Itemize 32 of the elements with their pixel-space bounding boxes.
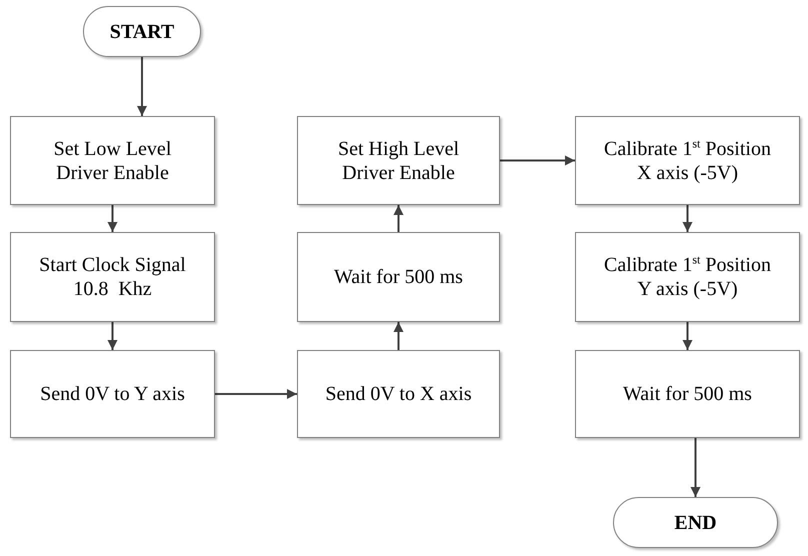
node-label: Send 0V to X axis: [325, 382, 472, 406]
arrow: [108, 205, 118, 232]
arrow: [682, 205, 692, 232]
node-label: Wait for 500 ms: [334, 265, 463, 289]
node-label: Calibrate 1$^{st}$ Position Y axis (-5V): [603, 253, 772, 301]
process-box: [10, 232, 215, 322]
arrow: [137, 57, 147, 116]
node-label: Wait for 500 ms: [623, 382, 752, 406]
process-box: [297, 116, 500, 205]
process-box: [575, 116, 800, 205]
process-box: [297, 232, 500, 322]
process-box: [575, 350, 800, 438]
process-box: [297, 350, 500, 438]
arrow: [215, 389, 297, 399]
node-label: Send 0V to Y axis: [40, 382, 185, 406]
arrow: [690, 438, 700, 497]
arrow: [394, 205, 404, 232]
arrow: [682, 322, 692, 350]
arrow: [394, 322, 404, 350]
arrow: [500, 156, 575, 166]
node-label: Calibrate 1$^{st}$ Position X axis (-5V): [603, 136, 772, 184]
process-box: [10, 116, 215, 205]
arrow: [108, 322, 118, 350]
node-label: START: [110, 20, 174, 44]
node-label: Set Low Level Driver Enable: [52, 136, 172, 184]
terminal-shape: [613, 497, 778, 548]
process-box: [10, 350, 215, 438]
node-label: Set High Level Driver Enable: [336, 136, 460, 184]
node-label: END: [674, 510, 717, 534]
process-box: [575, 232, 800, 322]
terminal-shape: [83, 6, 201, 57]
node-label: Start Clock Signal 10.8 Khz: [38, 253, 187, 301]
